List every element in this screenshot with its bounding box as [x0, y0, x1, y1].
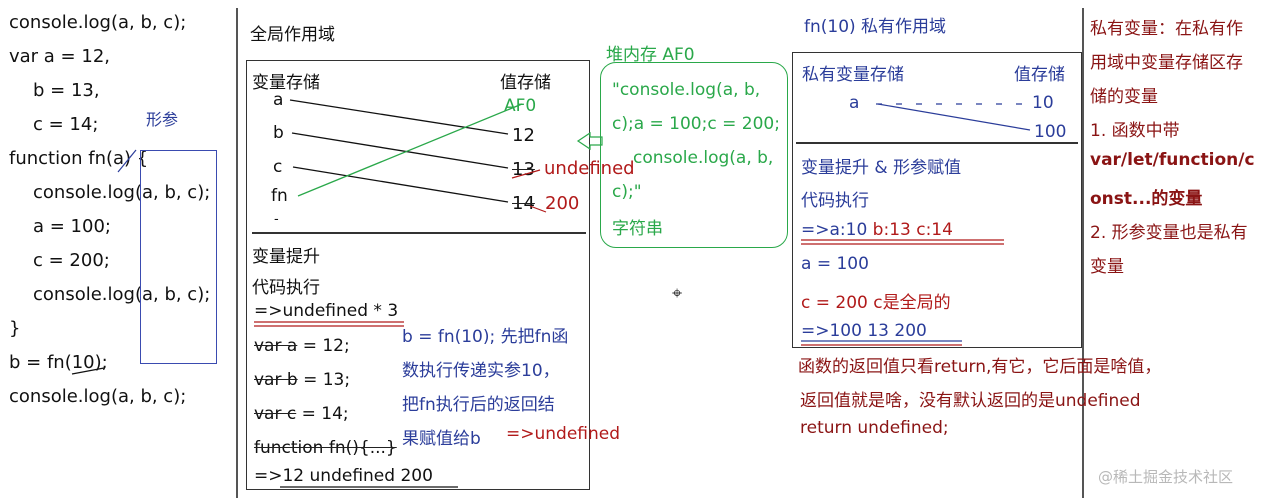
call-note-line: 把fn执行后的返回结 [402, 395, 555, 415]
definition-line: 私有变量：在私有作 [1090, 19, 1243, 39]
private-divider [796, 142, 1078, 144]
value-14: 14 [512, 193, 535, 214]
definition-line: onst...的变量 [1090, 189, 1203, 209]
step-var-c: var c = 14; [254, 404, 349, 424]
definition-line: 用域中变量存储区存 [1090, 53, 1243, 73]
hoisting-label: 变量提升 [252, 247, 320, 267]
heap-box [600, 62, 788, 248]
separator-left [236, 8, 238, 498]
private-step-a-100: a = 100 [801, 254, 869, 274]
private-value-100: 100 [1034, 122, 1067, 142]
private-var-a: a [849, 93, 860, 113]
var-dash: - [274, 212, 279, 227]
annotation-200: 200 [545, 193, 580, 214]
code-line: console.log(a, b, c); [9, 386, 187, 407]
global-scope-box [246, 60, 590, 490]
separator-right [1082, 8, 1084, 498]
var-a: a [273, 90, 284, 110]
code-line: b = fn(10); [9, 352, 108, 373]
value-af0: AF0 [504, 96, 537, 116]
value-12: 12 [512, 125, 535, 146]
link-b-13 [291, 132, 509, 169]
private-value-10: 10 [1032, 93, 1054, 113]
private-hoisting-label: 变量提升 & 形参赋值 [801, 158, 962, 178]
return-note-line: return undefined; [800, 418, 949, 438]
definition-line: 变量 [1090, 257, 1124, 277]
watermark: @稀土掘金技术社区 [1098, 468, 1234, 486]
call-arg-strike [71, 367, 105, 375]
heap-type-label: 字符串 [612, 219, 663, 239]
call-result: =>undefined [506, 424, 621, 444]
heap-content-line: c);a = 100;c = 200; [612, 114, 780, 134]
code-line: b = 13, [33, 80, 100, 101]
call-note-line: b = fn(10); 先把fn函 [402, 327, 569, 347]
private-var-store-label: 私有变量存储 [802, 65, 904, 85]
return-note-line: 函数的返回值只看return,有它，它后面是啥值， [798, 357, 1162, 377]
link-c-14 [292, 166, 509, 203]
crosshair-cursor-icon: ⌖ [672, 283, 683, 304]
private-value-store-label: 值存储 [1014, 65, 1065, 85]
heap-pointer-arrow [576, 131, 603, 151]
code-line: } [9, 318, 21, 339]
var-c: c [273, 157, 283, 177]
heap-title: 堆内存 AF0 [606, 45, 695, 65]
definition-line: var/let/function/c [1090, 150, 1255, 170]
step-undefined-3: =>undefined * 3 [254, 301, 399, 321]
var-b: b [273, 123, 284, 143]
param-note: 形参 [146, 110, 179, 129]
var-store-label: 变量存储 [252, 73, 320, 93]
call-note-line: 数执行传递实参10， [402, 361, 560, 381]
definition-line: 2. 形参变量也是私有 [1090, 223, 1248, 243]
definition-line: 储的变量 [1090, 87, 1158, 107]
heap-content-line: "console.log(a, b, [612, 80, 761, 100]
code-line: c = 200; [33, 250, 110, 271]
private-step-c-200: c = 200 c是全局的 [801, 293, 951, 313]
code-line: var a = 12, [9, 46, 110, 67]
step-final-result: =>12 undefined 200 [254, 466, 433, 486]
return-note-line: 返回值就是啥，没有默认返回的是undefined [800, 391, 1141, 411]
link-private-a [877, 103, 1031, 131]
step-var-b: var b = 13; [254, 370, 351, 390]
global-scope-title: 全局作用域 [250, 25, 335, 45]
call-note-line: 果赋值给b [402, 429, 481, 449]
private-exec-label: 代码执行 [801, 191, 869, 211]
function-bracket-box [140, 150, 217, 364]
code-line: console.log(a, b, c); [33, 182, 211, 203]
correction-200 [529, 205, 547, 213]
annotation-undefined: undefined [544, 158, 635, 179]
private-step-hoisted: =>a:10 b:13 c:14 [801, 220, 953, 240]
code-line: console.log(a, b, c); [9, 12, 187, 33]
link-a-12 [289, 99, 509, 135]
code-line: a = 100; [33, 216, 111, 237]
value-13: 13 [512, 159, 535, 180]
param-pointer [117, 149, 137, 173]
private-scope-box [792, 52, 1082, 348]
var-fn: fn [271, 186, 288, 206]
private-step-result: =>100 13 200 [801, 321, 927, 341]
heap-content-line: c);" [612, 182, 642, 202]
step-function-fn: function fn(){...} [254, 438, 397, 458]
definition-line: 1. 函数中带 [1090, 121, 1180, 141]
link-fn-af0 [297, 103, 523, 197]
exec-label: 代码执行 [252, 278, 320, 298]
heap-content-line: console.log(a, b, [633, 148, 774, 168]
code-line: function fn(a) { [9, 148, 149, 169]
step-var-a: var a = 12; [254, 336, 350, 356]
private-scope-title: fn(10) 私有作用域 [804, 17, 947, 37]
code-line: c = 14; [33, 114, 99, 135]
global-divider [252, 232, 586, 234]
code-line: console.log(a, b, c); [33, 284, 211, 305]
value-store-label: 值存储 [500, 73, 551, 93]
correction-undefined [511, 169, 541, 179]
